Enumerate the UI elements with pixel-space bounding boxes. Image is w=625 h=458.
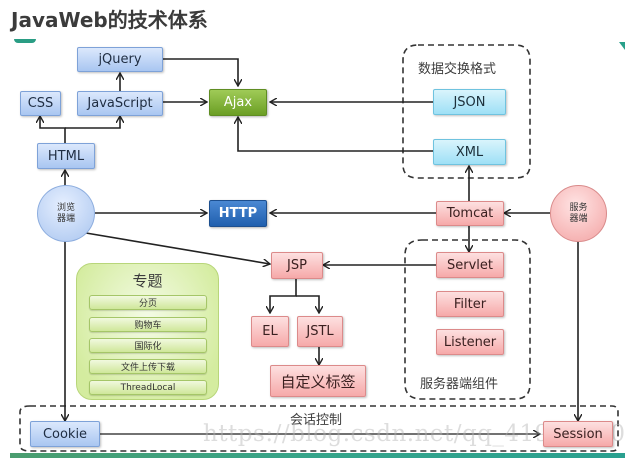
server-components-group-border (404, 239, 531, 400)
node-session[interactable]: Session (543, 421, 613, 447)
node-listener[interactable]: Listener (436, 329, 504, 355)
group-label-server-components: 服务器端组件 (420, 377, 499, 392)
node-servlet[interactable]: Servlet (436, 252, 504, 278)
edge-browser-jsp (85, 232, 270, 264)
group-label-session-control: 会话控制 (290, 413, 343, 428)
node-cookie[interactable]: Cookie (30, 421, 100, 447)
node-jstl[interactable]: JSTL (297, 316, 343, 347)
node-jsp[interactable]: JSP (271, 252, 323, 279)
topic-item[interactable]: 购物车 (89, 317, 207, 332)
node-ajax[interactable]: Ajax (209, 89, 267, 116)
edge-html-javascript (65, 116, 120, 129)
edge-xml-ajax (238, 117, 433, 152)
bottom-decoration (10, 453, 625, 458)
node-tomcat[interactable]: Tomcat (436, 201, 504, 226)
node-jquery[interactable]: jQuery (77, 47, 163, 72)
node-http[interactable]: HTTP (209, 200, 267, 227)
node-json[interactable]: JSON (433, 89, 506, 115)
corner-decoration (619, 42, 625, 50)
edge-jquery-ajax (163, 58, 238, 86)
node-xml[interactable]: XML (433, 139, 506, 165)
data-format-group-border (402, 44, 531, 179)
node-css[interactable]: CSS (20, 91, 61, 116)
topic-item[interactable]: 文件上传下载 (89, 359, 207, 374)
topic-item[interactable]: 分页 (89, 295, 207, 310)
node-html[interactable]: HTML (37, 143, 95, 169)
topic-item[interactable]: 国际化 (89, 338, 207, 353)
node-el[interactable]: EL (251, 316, 289, 347)
topics-panel: 专题 分页 购物车 国际化 文件上传下载 ThreadLocal (76, 263, 219, 400)
node-server[interactable]: 服务 器端 (550, 185, 607, 242)
edge-jsp-el (270, 278, 297, 313)
accent-decoration (14, 39, 36, 43)
edge-jsp-jstl (296, 295, 319, 313)
topic-item[interactable]: ThreadLocal (89, 380, 207, 395)
group-label-data-format: 数据交换格式 (418, 62, 497, 77)
edge-html-css (40, 116, 66, 143)
node-filter[interactable]: Filter (436, 291, 504, 317)
node-custom-tags[interactable]: 自定义标签 (270, 365, 366, 397)
session-control-group-border (19, 405, 619, 452)
node-browser[interactable]: 浏览 器端 (37, 185, 95, 242)
topics-title: 专题 (132, 272, 163, 290)
node-javascript[interactable]: JavaScript (77, 91, 163, 116)
page-title: JavaWeb的技术体系 (11, 8, 208, 32)
